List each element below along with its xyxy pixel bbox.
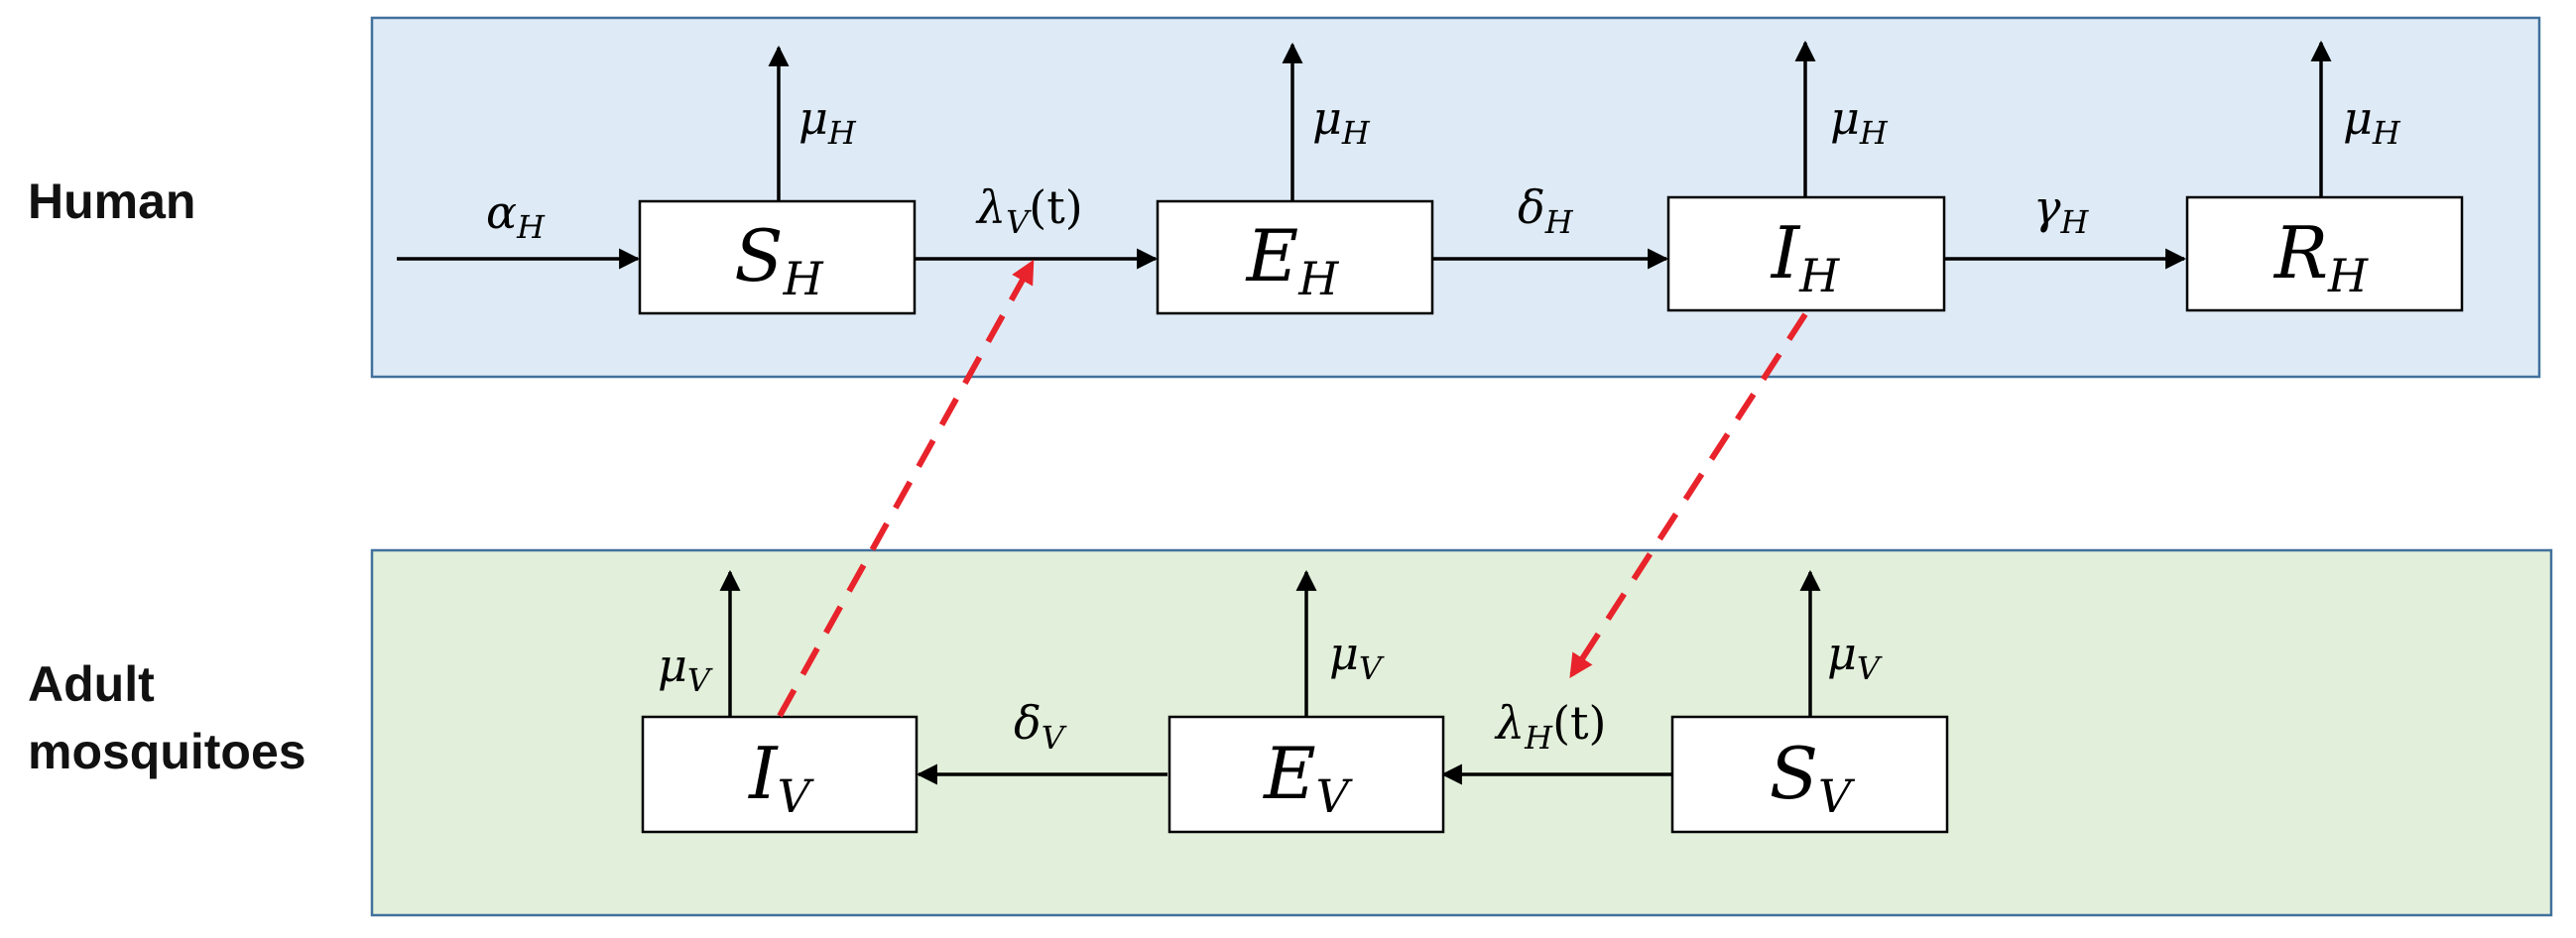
eh-box bbox=[1156, 199, 1434, 315]
iv-to-human-infection-arrow bbox=[777, 259, 1035, 718]
ih-label: IH bbox=[1770, 211, 1840, 302]
mu-h-label-eh: μH bbox=[1312, 91, 1371, 152]
sv-box bbox=[1670, 715, 1949, 834]
delta-h-label: δH bbox=[1518, 180, 1574, 241]
alpha-h-label: αH bbox=[486, 185, 546, 246]
mu-h-label-ih: μH bbox=[1830, 91, 1889, 152]
gamma-h-label: γH bbox=[2033, 180, 2090, 241]
lambda-v-label: λV(t) bbox=[975, 180, 1083, 241]
lambda-h-label: λH(t) bbox=[1494, 696, 1606, 757]
iv-label: IV bbox=[747, 732, 814, 823]
mosquito-label-line2: mosquitoes bbox=[28, 724, 307, 779]
human-label: Human bbox=[28, 174, 195, 229]
mu-v-label-iv: μV bbox=[658, 639, 713, 699]
eh-label: EH bbox=[1245, 214, 1340, 305]
mu-v-label-sv: μV bbox=[1827, 627, 1883, 687]
ih-to-mosquito-infection-arrow bbox=[1569, 312, 1808, 679]
mosquito-label-line1: Adult bbox=[28, 656, 155, 712]
iv-box bbox=[641, 715, 919, 834]
delta-v-label: δV bbox=[1014, 696, 1067, 757]
sv-label: SV bbox=[1770, 732, 1856, 823]
sh-label: SH bbox=[734, 214, 823, 305]
ev-label: EV bbox=[1262, 732, 1354, 823]
mu-v-label-ev: μV bbox=[1329, 627, 1385, 687]
ih-box bbox=[1666, 195, 1946, 312]
sh-box bbox=[638, 199, 917, 315]
ev-box bbox=[1167, 715, 1445, 834]
human-panel bbox=[370, 16, 2541, 379]
rh-label: RH bbox=[2272, 211, 2369, 302]
mu-h-label-rh: μH bbox=[2343, 91, 2401, 152]
rh-box bbox=[2185, 195, 2464, 312]
mu-h-label-sh: μH bbox=[798, 91, 857, 152]
